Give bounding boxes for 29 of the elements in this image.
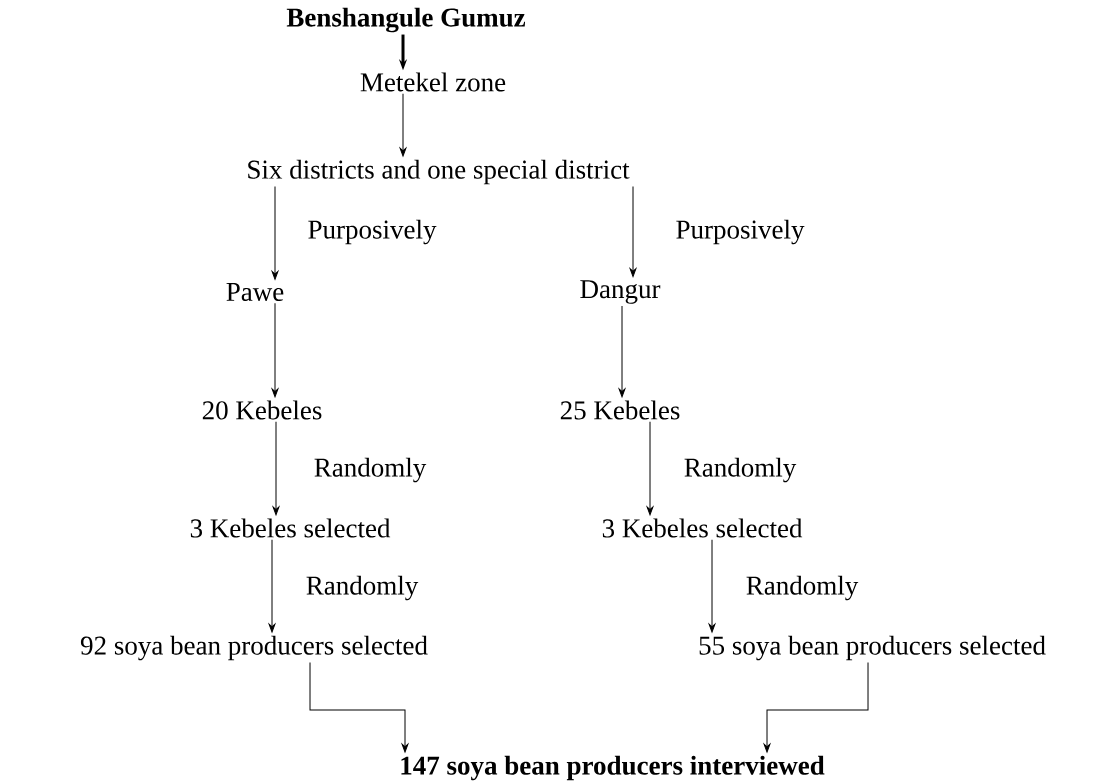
edge-label: Randomly	[744, 574, 860, 602]
flow-text: 55 soya bean producers selected	[699, 635, 1046, 661]
flow-text: Pawe	[226, 283, 284, 301]
arrow	[708, 539, 716, 633]
flow-text: 92 soya bean producers selected	[80, 635, 428, 661]
edge-label: Randomly	[304, 574, 420, 602]
flow-text: Six districts and one special district	[248, 159, 630, 185]
flow-text: 25 Kebeles	[560, 400, 680, 420]
arrow	[271, 185, 279, 280]
edge-label: Purposively	[306, 218, 438, 246]
flow-text: 3 Kebeles selected	[602, 518, 803, 538]
flow-text: Metekel zone	[360, 72, 506, 92]
arrow	[309, 662, 409, 753]
arrow	[629, 185, 637, 278]
flow-text: 3 Kebeles selected	[190, 518, 391, 538]
flow-text: 147 soya bean producers interviewed	[401, 755, 825, 781]
flow-text: Dangur	[580, 280, 661, 304]
edge-label: Randomly	[312, 456, 428, 484]
edge-label: Randomly	[682, 456, 798, 484]
arrow	[268, 539, 276, 633]
arrow	[763, 662, 869, 753]
flow-text: 20 Kebeles	[202, 400, 322, 420]
arrow	[272, 421, 280, 516]
edge-label: Purposively	[674, 218, 806, 246]
flow-text: Benshangule Gumuz	[286, 7, 526, 33]
arrow	[646, 421, 654, 516]
arrow	[618, 305, 626, 398]
arrow	[399, 93, 407, 157]
arrow	[271, 302, 279, 398]
